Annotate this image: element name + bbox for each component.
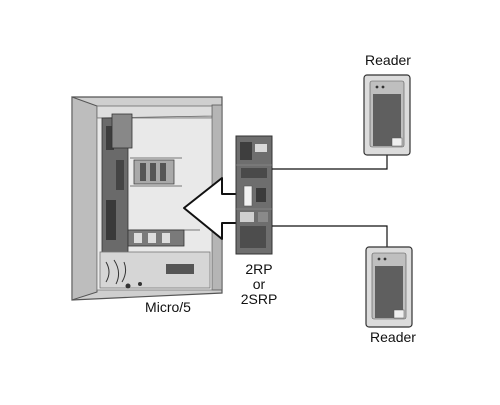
- board-label-line-1: 2RP: [245, 261, 273, 277]
- cabinet-label: Micro/5: [145, 299, 191, 315]
- board-label: 2RP or 2SRP: [224, 262, 294, 307]
- reader-bottom-label: Reader: [370, 329, 416, 345]
- reader-top-label: Reader: [365, 52, 411, 68]
- board-label-line-3: 2SRP: [240, 291, 278, 307]
- reader-interface-board: [235, 135, 273, 255]
- reader-top: [363, 74, 411, 156]
- board-label-line-2: or: [252, 276, 266, 292]
- reader-wiring: [272, 155, 388, 247]
- reader-bottom: [365, 246, 413, 328]
